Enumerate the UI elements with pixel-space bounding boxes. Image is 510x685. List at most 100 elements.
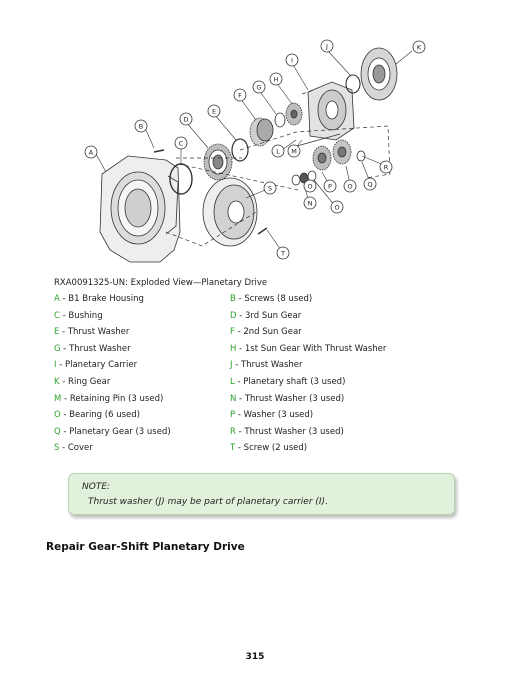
- legend-item: M - Retaining Pin (3 used): [54, 394, 163, 404]
- callout-d: D: [183, 116, 188, 124]
- legend-text: - Planetary shaft (3 used): [234, 377, 346, 387]
- legend-letter: L: [230, 377, 235, 387]
- legend-letter: Q: [54, 426, 61, 437]
- note-box: NOTE: Thrust washer (J) may be part of p…: [68, 473, 455, 515]
- legend-text: - Thrust Washer (3 used): [235, 426, 344, 437]
- legend-text: - Cover: [59, 443, 93, 454]
- legend-row: I - Planetary Carrier J - Thrust Washer: [54, 360, 454, 374]
- legend-item: S - Cover: [54, 443, 93, 453]
- legend-item: O - Bearing (6 used): [54, 410, 140, 420]
- legend-text: - Thrust Washer: [232, 360, 303, 371]
- legend-item: G - Thrust Washer: [54, 344, 131, 354]
- figure-caption: RXA0091325-UN: Exploded View—Planetary D…: [54, 278, 268, 288]
- legend-item: H - 1st Sun Gear With Thrust Washer: [230, 344, 386, 354]
- legend-row: A - B1 Brake Housing B - Screws (8 used): [54, 294, 454, 308]
- legend-letter: K: [54, 377, 60, 387]
- legend-item: C - Bushing: [54, 311, 103, 321]
- legend-letter: J: [230, 360, 233, 371]
- legend-letter: S: [54, 443, 60, 454]
- callout-n: N: [308, 200, 313, 208]
- note-label: NOTE:: [82, 482, 111, 492]
- legend-letter: C: [54, 310, 60, 321]
- legend-letter: T: [230, 443, 236, 454]
- legend-letter: I: [54, 360, 57, 371]
- legend-letter: N: [230, 393, 237, 404]
- legend-text: - Thrust Washer (3 used): [236, 393, 345, 404]
- legend-letter: B: [230, 294, 236, 304]
- legend-text: - B1 Brake Housing: [59, 294, 144, 304]
- legend-item: F - 2nd Sun Gear: [230, 327, 302, 337]
- callout-o: O: [334, 204, 339, 212]
- legend-letter: M: [54, 393, 62, 404]
- legend-text: - Thrust Washer: [60, 343, 131, 354]
- legend-row: S - Cover T - Screw (2 used): [54, 443, 454, 457]
- legend-letter: E: [54, 327, 60, 338]
- legend-letter: H: [230, 343, 237, 354]
- legend-text: - 2nd Sun Gear: [234, 327, 302, 338]
- legend-row: M - Retaining Pin (3 used) N - Thrust Wa…: [54, 394, 454, 408]
- callout-p: P: [328, 183, 332, 191]
- callout-o: O: [347, 183, 352, 191]
- callout-e: E: [212, 108, 216, 116]
- legend-row: K - Ring Gear L - Planetary shaft (3 use…: [54, 377, 454, 391]
- exploded-view-diagram: A B C D E F G H I J K L M N O P Q R S T …: [84, 39, 426, 263]
- legend-text: - Thrust Washer: [59, 327, 130, 338]
- callout-c: C: [179, 140, 184, 148]
- callout-t: T: [280, 250, 285, 258]
- legend-letter: G: [54, 343, 61, 354]
- legend-item: B - Screws (8 used): [230, 294, 312, 304]
- page-number: 315: [245, 652, 265, 662]
- callout-b: B: [139, 123, 143, 131]
- legend-row: G - Thrust Washer H - 1st Sun Gear With …: [54, 344, 454, 358]
- callout-q: Q: [367, 181, 372, 189]
- callout-s: S: [268, 185, 272, 193]
- legend-letter: A: [54, 294, 60, 304]
- legend-text: - Bushing: [59, 310, 103, 321]
- legend-text: - 3rd Sun Gear: [236, 310, 302, 321]
- legend-text: - Retaining Pin (3 used): [61, 393, 164, 404]
- legend-item: T - Screw (2 used): [230, 443, 307, 453]
- legend-text: - Planetary Carrier: [56, 360, 138, 371]
- legend-text: - Washer (3 used): [235, 410, 314, 421]
- callout-f: F: [238, 92, 242, 100]
- legend-text: - Ring Gear: [59, 377, 111, 387]
- legend-letter: D: [230, 310, 237, 321]
- legend-item: E - Thrust Washer: [54, 327, 129, 337]
- callout-h: H: [274, 76, 279, 84]
- legend-item: J - Thrust Washer: [230, 360, 303, 370]
- legend-row: C - Bushing D - 3rd Sun Gear: [54, 311, 454, 325]
- legend-item: I - Planetary Carrier: [54, 360, 137, 370]
- legend-row: Q - Planetary Gear (3 used) R - Thrust W…: [54, 427, 454, 441]
- legend-text: - 1st Sun Gear With Thrust Washer: [236, 343, 387, 354]
- callout-l: L: [276, 148, 280, 156]
- legend-text: - Screws (8 used): [235, 294, 313, 304]
- callout-j: J: [325, 43, 328, 51]
- legend-item: P - Washer (3 used): [230, 410, 313, 420]
- legend-letter: P: [230, 410, 236, 421]
- exploded-view-figure: A B C D E F G H I J K L M N O P Q R S T …: [70, 36, 440, 270]
- callout-k: K: [417, 44, 422, 52]
- legend-letter: F: [230, 327, 235, 338]
- callout-g: G: [256, 84, 261, 92]
- legend-text: - Screw (2 used): [235, 443, 308, 454]
- note-text: Thrust washer (J) may be part of planeta…: [88, 497, 328, 507]
- legend-item: Q - Planetary Gear (3 used): [54, 427, 171, 437]
- callout-o: O: [307, 183, 312, 191]
- section-heading: Repair Gear-Shift Planetary Drive: [46, 541, 245, 553]
- legend-row: O - Bearing (6 used) P - Washer (3 used): [54, 410, 454, 424]
- legend-text: - Bearing (6 used): [60, 410, 140, 421]
- legend-text: - Planetary Gear (3 used): [60, 426, 171, 437]
- legend-item: L - Planetary shaft (3 used): [230, 377, 345, 387]
- legend-letter: O: [54, 410, 61, 421]
- legend-item: R - Thrust Washer (3 used): [230, 427, 344, 437]
- legend-row: E - Thrust Washer F - 2nd Sun Gear: [54, 327, 454, 341]
- callout-m: M: [291, 148, 297, 156]
- legend-item: A - B1 Brake Housing: [54, 294, 144, 304]
- legend-letter: R: [230, 426, 236, 437]
- callout-a: A: [89, 149, 94, 157]
- legend-item: D - 3rd Sun Gear: [230, 311, 301, 321]
- legend-item: K - Ring Gear: [54, 377, 110, 387]
- legend-item: N - Thrust Washer (3 used): [230, 394, 344, 404]
- callout-i: I: [291, 57, 293, 65]
- callout-r: R: [384, 164, 389, 172]
